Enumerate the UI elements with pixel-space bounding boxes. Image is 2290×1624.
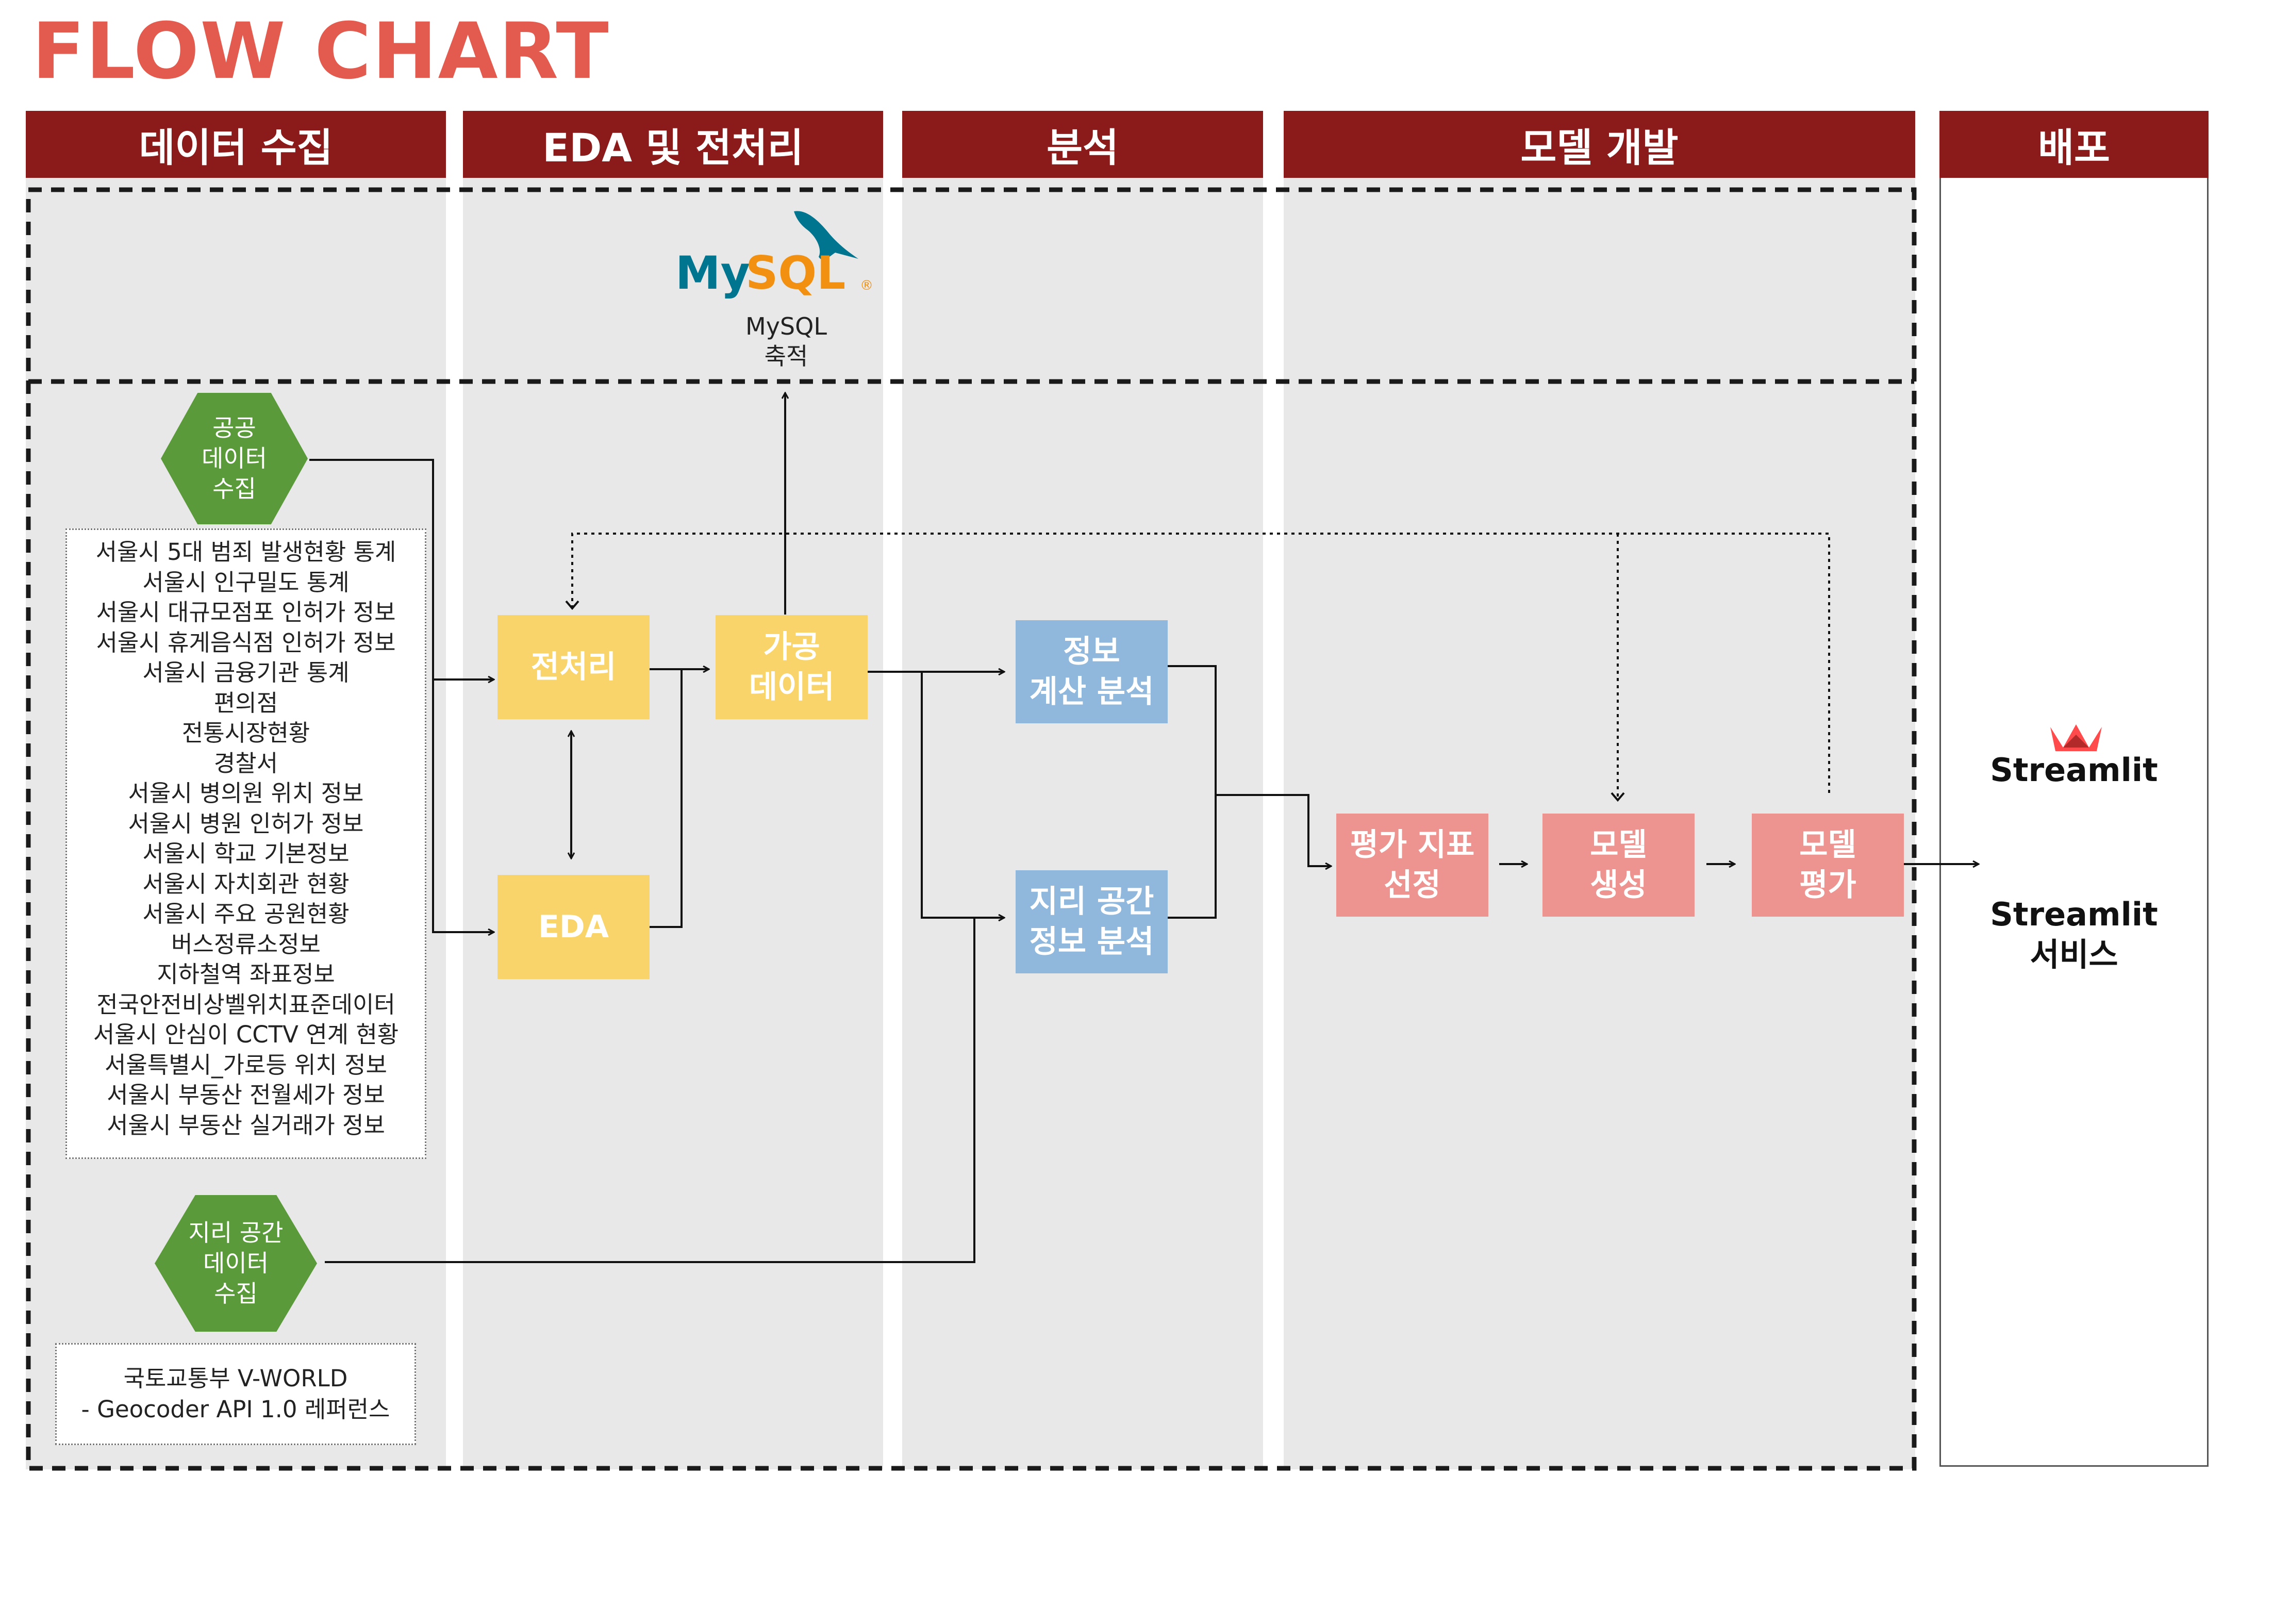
- lane-deploy-bg: [1939, 175, 2209, 1467]
- lane-header-model: 모델 개발: [1284, 111, 1915, 178]
- edge-feedback-arrowhead-create: [1611, 792, 1625, 802]
- edge-info-calc-join: [1166, 665, 1217, 919]
- edge-eda-to-processed: [650, 669, 683, 928]
- node-geo-info-analysis: 지리 공간 정보 분석: [1016, 870, 1168, 973]
- list-item: 지하철역 좌표정보: [157, 960, 335, 988]
- list-item: 편의점: [213, 689, 278, 717]
- list-item: 서울시 학교 기본정보: [142, 840, 350, 867]
- list-item: 서울시 휴게음식점 인허가 정보: [96, 628, 396, 656]
- list-item: 서울시 안심이 CCTV 연계 현황: [93, 1021, 399, 1048]
- list-item: 서울시 자치회관 현황: [142, 870, 350, 898]
- streamlit-service-label: Streamlit 서비스: [1990, 896, 2158, 973]
- streamlit-crown-icon: [2050, 724, 2102, 751]
- lane-header-eda: EDA 및 전처리: [463, 111, 883, 178]
- mysql-logo-mark: ®: [860, 278, 873, 293]
- dashed-frame: [26, 187, 1917, 1471]
- lane-header-analysis: 분석: [902, 111, 1263, 178]
- page-title: FLOW CHART: [32, 7, 610, 96]
- lane-header-deploy: 배포: [1939, 111, 2209, 178]
- streamlit-logo-text: Streamlit: [1990, 751, 2158, 789]
- node-processed-data: 가공 데이터: [716, 615, 868, 719]
- edge-public-to-preprocess: [309, 459, 494, 680]
- list-item: 서울시 병원 인허가 정보: [128, 809, 364, 837]
- list-item: 서울시 주요 공원현황: [142, 900, 350, 927]
- edge-public-to-eda: [432, 680, 494, 932]
- node-info-calc-analysis: 정보 계산 분석: [1016, 620, 1168, 723]
- geo-data-collect-hexagon: 지리 공간 데이터 수집: [155, 1195, 317, 1332]
- public-data-collect-hexagon: 공공 데이터 수집: [161, 393, 308, 524]
- mysql-logo-text-sql: SQL: [745, 246, 845, 300]
- lane-eda-bg: [463, 178, 883, 1469]
- lane-header-collect: 데이터 수집: [26, 111, 446, 178]
- list-item: 서울시 인구밀도 통계: [142, 568, 350, 596]
- list-item: 서울시 금융기관 통계: [142, 659, 350, 686]
- list-item: 서울시 부동산 실거래가 정보: [107, 1111, 385, 1139]
- geo-data-source-box: 국토교통부 V-WORLD - Geocoder API 1.0 레퍼런스: [55, 1343, 416, 1445]
- mysql-label: MySQL 축적: [745, 312, 827, 370]
- geo-data-source: 국토교통부 V-WORLD - Geocoder API 1.0 레퍼런스: [81, 1365, 390, 1423]
- edge-analysis-to-metric: [1216, 794, 1331, 866]
- public-data-list: 서울시 5대 범죄 발생현황 통계 서울시 인구밀도 통계 서울시 대규모점포 …: [65, 528, 426, 1159]
- list-item: 전국안전비상벨위치표준데이터: [96, 990, 395, 1018]
- list-item: 서울시 병의원 위치 정보: [128, 780, 364, 807]
- edge-feedback-loop: [571, 533, 1830, 793]
- node-model-create: 모델 생성: [1542, 814, 1695, 917]
- list-item: 서울시 부동산 전월세가 정보: [107, 1081, 385, 1108]
- node-preprocess: 전처리: [497, 615, 650, 719]
- edge-processed-to-geo-analysis: [921, 672, 1004, 918]
- dolphin-icon: [794, 211, 858, 260]
- edge-geo-data-to-geo-analysis: [325, 918, 975, 1263]
- list-item: 서울시 5대 범죄 발생현황 통계: [95, 538, 396, 566]
- mysql-logo-text-my: My: [675, 246, 750, 300]
- node-metric-selection: 평가 지표 선정: [1336, 814, 1488, 917]
- list-item: 버스정류소정보: [171, 930, 321, 958]
- list-item: 경찰서: [213, 749, 278, 777]
- edge-feedback-arrowhead-preprocess: [565, 600, 579, 610]
- list-item: 전통시장현황: [181, 719, 310, 747]
- list-item: 서울특별시_가로등 위치 정보: [105, 1051, 387, 1079]
- mysql-logo: My SQL ®: [675, 211, 873, 300]
- node-model-eval: 모델 평가: [1752, 814, 1904, 917]
- node-eda: EDA: [497, 875, 650, 979]
- list-item: 서울시 대규모점포 인허가 정보: [96, 599, 396, 626]
- lane-analysis-bg: [902, 178, 1263, 1469]
